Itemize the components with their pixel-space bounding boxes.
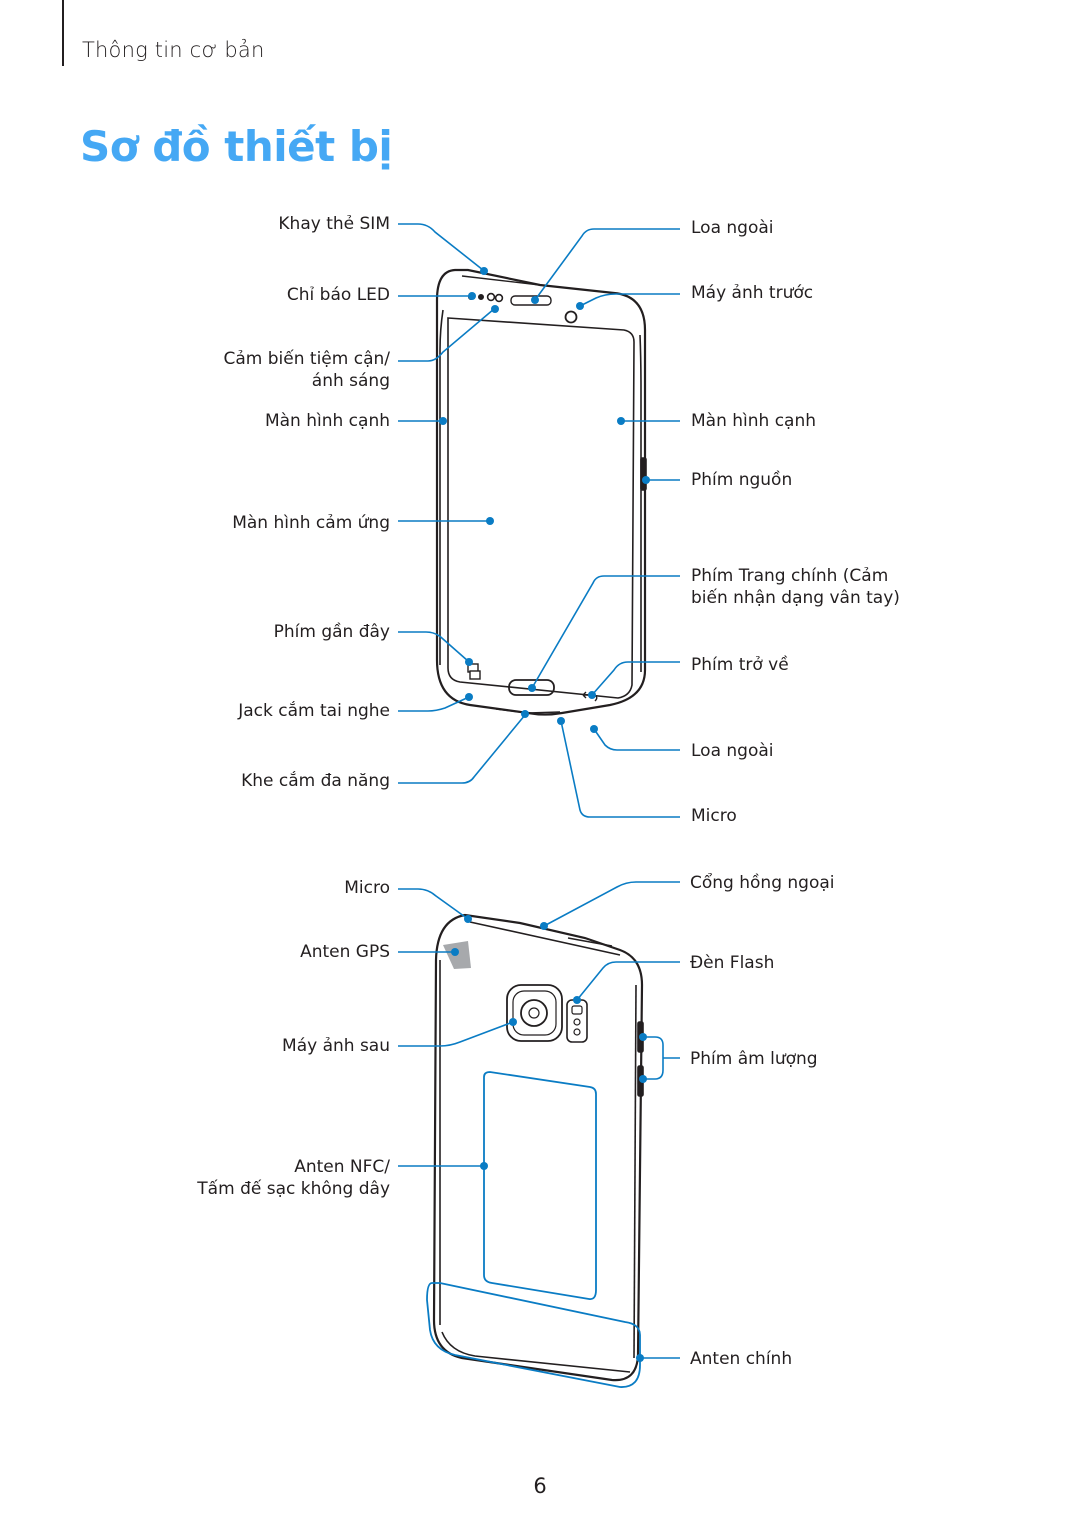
label-nfc-antenna-line2: Tấm đế sạc không dây <box>197 1179 390 1199</box>
back-callout-dots <box>451 915 647 1362</box>
callout-dot <box>465 693 473 701</box>
label-microphone-top: Micro <box>344 878 390 898</box>
callout-dot <box>521 710 529 718</box>
label-ir-port: Cổng hồng ngoại <box>690 873 835 893</box>
callout-dot <box>642 476 650 484</box>
label-flash: Đèn Flash <box>690 953 775 973</box>
callout-dot <box>465 658 473 666</box>
label-front-camera: Máy ảnh trước <box>691 283 814 303</box>
callout-dot <box>639 1033 647 1041</box>
back-callout-lines <box>398 881 680 1359</box>
label-earpiece: Loa ngoài <box>691 218 774 238</box>
callout-dot <box>617 417 625 425</box>
back-phone-illustration <box>426 913 644 1388</box>
label-edge-screen-left: Màn hình cạnh <box>264 411 390 431</box>
callout-dot <box>531 296 539 304</box>
callout-dot <box>588 691 596 699</box>
label-headset-jack: Jack cắm tai nghe <box>238 701 390 721</box>
label-touch-screen: Màn hình cảm ứng <box>232 513 390 533</box>
label-led-indicator: Chỉ báo LED <box>286 285 390 305</box>
label-home-key-line1: Phím Trang chính (Cảm <box>691 566 889 586</box>
label-proximity-sensor-line1: Cảm biến tiệm cận/ <box>223 349 390 369</box>
callout-dot <box>491 305 499 313</box>
callout-dot <box>480 267 488 275</box>
callout-dot <box>557 717 565 725</box>
label-rear-camera: Máy ảnh sau <box>282 1036 390 1056</box>
label-speaker: Loa ngoài <box>691 741 774 761</box>
label-edge-screen-right: Màn hình cạnh <box>691 411 817 431</box>
section-header: Thông tin cơ bản <box>82 38 265 62</box>
label-gps-antenna: Anten GPS <box>300 942 390 962</box>
front-phone-illustration <box>435 268 647 716</box>
label-microphone-bottom: Micro <box>691 806 737 826</box>
page-title: Sơ đồ thiết bị <box>80 122 393 171</box>
callout-dot <box>590 725 598 733</box>
callout-dot <box>528 684 536 692</box>
callout-dot <box>439 417 447 425</box>
callout-dot <box>486 517 494 525</box>
callout-dot <box>451 948 459 956</box>
label-nfc-antenna-line1: Anten NFC/ <box>294 1157 390 1177</box>
label-home-key-line2: biến nhận dạng vân tay) <box>691 588 900 608</box>
margin-rule <box>62 0 64 66</box>
label-power-key: Phím nguồn <box>691 470 793 490</box>
label-volume-key: Phím âm lượng <box>690 1049 818 1069</box>
label-back-key: Phím trở về <box>691 655 789 675</box>
callout-dot <box>636 1354 644 1362</box>
front-callout-dots <box>439 267 650 733</box>
callout-dot <box>464 915 472 923</box>
label-sim-tray: Khay thẻ SIM <box>278 214 390 234</box>
page-number: 6 <box>533 1474 547 1498</box>
callout-dot <box>639 1075 647 1083</box>
callout-dot <box>468 292 476 300</box>
label-recent-key: Phím gần đây <box>273 622 390 642</box>
front-callout-lines <box>398 223 680 818</box>
label-proximity-sensor-line2: ánh sáng <box>311 371 390 391</box>
label-main-antenna: Anten chính <box>690 1349 793 1369</box>
callout-dot <box>509 1018 517 1026</box>
label-multipurpose-jack: Khe cắm đa năng <box>241 771 390 791</box>
callout-dot <box>576 302 584 310</box>
callout-dot <box>573 996 581 1004</box>
callout-dot <box>480 1162 488 1170</box>
callout-dot <box>540 922 548 930</box>
